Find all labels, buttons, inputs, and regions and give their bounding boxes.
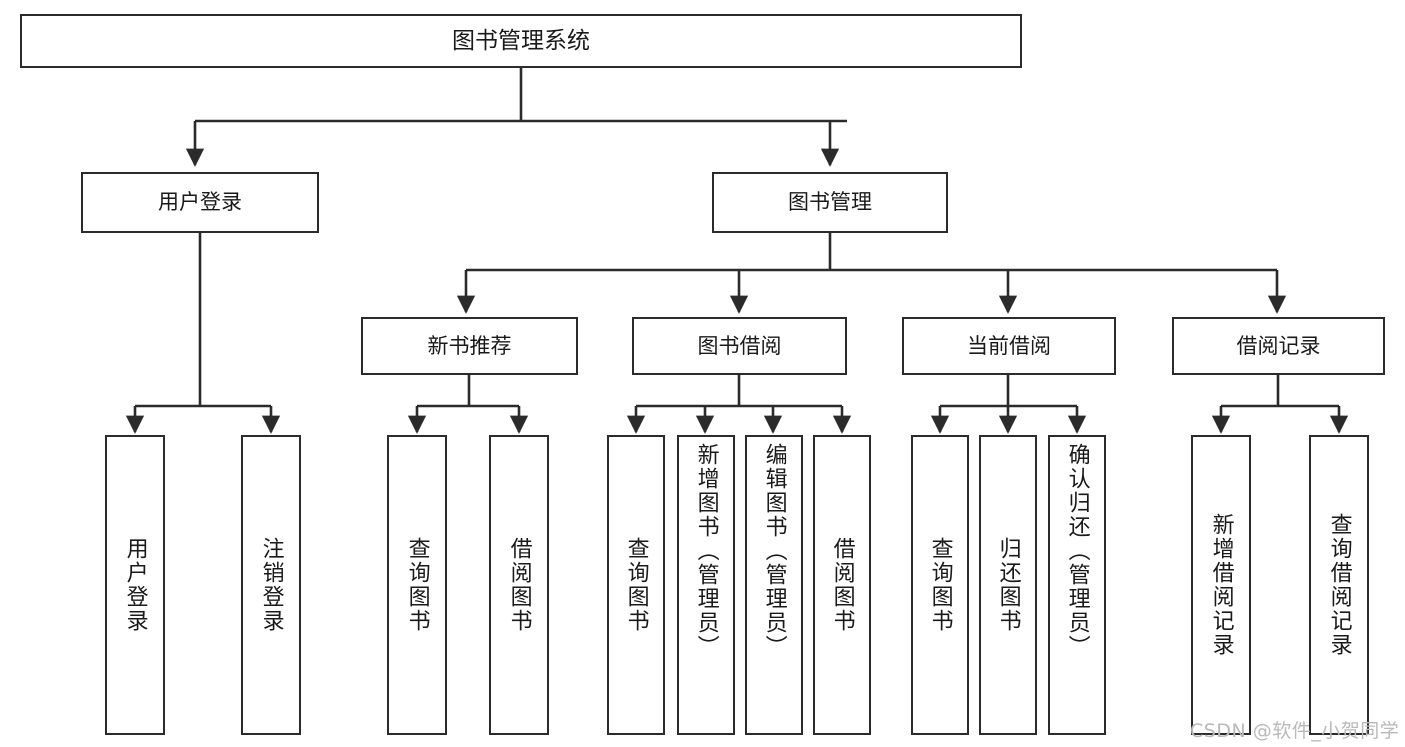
node-borrow-record[interactable]: 借阅记录 (1172, 317, 1385, 375)
node-leaf-query-book-3-label: 查询图书 (927, 537, 953, 633)
node-leaf-return-book[interactable]: 归还图书 (979, 435, 1037, 735)
node-leaf-return-book-label: 归还图书 (995, 537, 1021, 633)
node-leaf-borrow-book-1-label: 借阅图书 (506, 537, 532, 633)
node-leaf-edit-book[interactable]: 编辑图书（管理员） (745, 435, 803, 735)
node-user-login-label: 用户登录 (158, 190, 242, 215)
node-leaf-borrow-book-2[interactable]: 借阅图书 (813, 435, 871, 735)
node-book-manage-label: 图书管理 (788, 190, 872, 215)
node-leaf-confirm-return[interactable]: 确认归还（管理员） (1048, 435, 1106, 735)
node-leaf-add-book-label: 新增图书（管理员） (693, 443, 719, 659)
node-leaf-query-book-1-label: 查询图书 (404, 537, 430, 633)
node-leaf-user-login-label: 用户登录 (122, 537, 148, 633)
node-borrow-record-label: 借阅记录 (1236, 333, 1321, 358)
node-leaf-add-record-label: 新增借阅记录 (1208, 513, 1234, 657)
node-new-book-rec-label: 新书推荐 (427, 333, 512, 358)
node-current-borrow[interactable]: 当前借阅 (902, 317, 1116, 375)
node-leaf-user-login[interactable]: 用户登录 (105, 435, 165, 735)
node-leaf-add-book[interactable]: 新增图书（管理员） (677, 435, 735, 735)
node-leaf-query-record-label: 查询借阅记录 (1326, 513, 1352, 657)
node-leaf-borrow-book-2-label: 借阅图书 (829, 537, 855, 633)
node-leaf-query-book-3[interactable]: 查询图书 (911, 435, 969, 735)
node-leaf-logout[interactable]: 注销登录 (241, 435, 301, 735)
node-user-login[interactable]: 用户登录 (81, 172, 319, 233)
node-new-book-rec[interactable]: 新书推荐 (361, 317, 578, 375)
node-leaf-edit-book-label: 编辑图书（管理员） (761, 443, 787, 659)
node-book-borrow[interactable]: 图书借阅 (632, 317, 847, 375)
node-book-manage[interactable]: 图书管理 (712, 172, 948, 233)
node-book-borrow-label: 图书借阅 (697, 333, 782, 358)
node-leaf-query-book-2[interactable]: 查询图书 (607, 435, 665, 735)
node-root-label: 图书管理系统 (452, 27, 590, 54)
node-leaf-add-record[interactable]: 新增借阅记录 (1191, 435, 1251, 735)
node-current-borrow-label: 当前借阅 (967, 333, 1051, 358)
node-leaf-query-book-2-label: 查询图书 (623, 537, 649, 633)
node-root[interactable]: 图书管理系统 (20, 14, 1022, 68)
watermark-text: CSDN @软件_小贺同学 (1190, 720, 1400, 742)
node-leaf-query-book-1[interactable]: 查询图书 (387, 435, 447, 735)
node-leaf-logout-label: 注销登录 (258, 537, 284, 633)
node-leaf-query-record[interactable]: 查询借阅记录 (1309, 435, 1369, 735)
node-leaf-borrow-book-1[interactable]: 借阅图书 (489, 435, 549, 735)
node-leaf-confirm-return-label: 确认归还（管理员） (1064, 443, 1090, 659)
